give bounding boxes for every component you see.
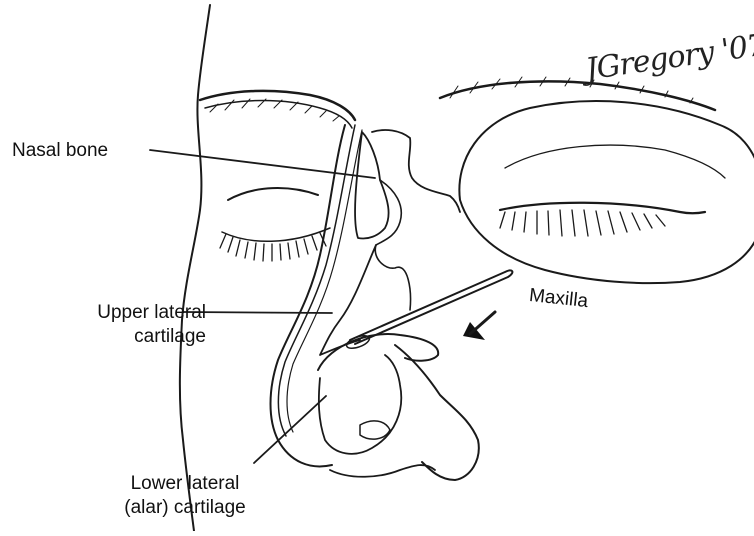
upper-lateral-leader — [184, 312, 332, 313]
lower-lateral-label-line1: Lower lateral — [80, 472, 290, 496]
upper-lateral-label-line2: cartilage — [26, 325, 206, 349]
upper-lateral-cartilage-label: Upper lateral cartilage — [26, 301, 206, 349]
nasal-bone-label: Nasal bone — [12, 139, 108, 163]
upper-lateral-label-line1: Upper lateral — [26, 301, 206, 325]
lower-lateral-label-line2: (alar) cartilage — [80, 496, 290, 520]
lower-lateral-leader — [254, 396, 326, 463]
lower-lateral-cartilage-label: Lower lateral (alar) cartilage — [80, 472, 290, 520]
nasal-bone-leader — [150, 150, 375, 178]
